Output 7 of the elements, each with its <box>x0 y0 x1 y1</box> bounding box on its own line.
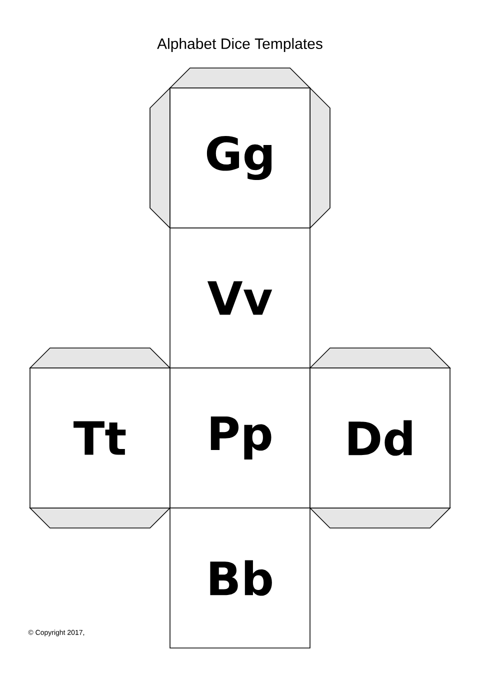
dice-face: Vv <box>170 228 310 368</box>
dice-face: Gg <box>170 88 310 228</box>
title: Alphabet Dice Templates <box>157 38 322 52</box>
dice-face: Tt <box>30 368 170 508</box>
dice-face: Pp <box>170 368 310 508</box>
dice-face: Bb <box>170 508 310 648</box>
dice-face: Dd <box>310 368 450 508</box>
